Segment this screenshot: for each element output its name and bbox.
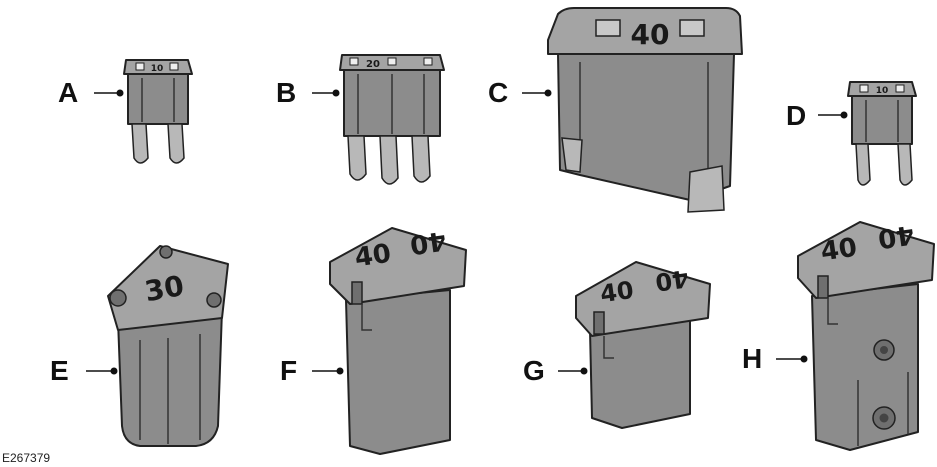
label-h: H (742, 343, 762, 374)
leader-dot-f (336, 367, 344, 375)
rating-d: 10 (876, 86, 889, 96)
fuse-h-drawing: 40 40 (797, 219, 935, 451)
fuse-h: H 40 40 (742, 219, 935, 451)
fuse-b-drawing: 20 (339, 54, 445, 185)
rating-a: 10 (151, 64, 164, 74)
rating-f-back: 40 (408, 225, 448, 260)
label-e: E (50, 355, 69, 386)
rating-f-front: 40 (353, 239, 393, 274)
label-a: A (58, 77, 78, 108)
label-f: F (280, 355, 297, 386)
fuse-a-drawing: 10 (123, 59, 193, 164)
rating-g-back: 40 (654, 264, 691, 296)
fuse-c-drawing: 40 (547, 7, 743, 213)
rating-b: 20 (366, 59, 380, 70)
rating-c: 40 (631, 18, 670, 51)
leader-dot-a (116, 89, 124, 97)
fuse-f: F 40 40 (280, 225, 467, 455)
leader-dot-e (110, 367, 118, 375)
rating-h-front: 40 (819, 233, 859, 268)
fuse-a: A 10 (58, 59, 193, 164)
fuse-d: D 10 (786, 81, 917, 186)
rating-h-back: 40 (876, 219, 916, 254)
label-g: G (523, 355, 545, 386)
fuse-g-drawing: 40 40 (575, 261, 711, 429)
fuse-b: B 20 (276, 54, 445, 185)
rating-e: 30 (142, 269, 186, 308)
leader-dot-c (544, 89, 552, 97)
fuse-e: E 30 (50, 245, 229, 447)
leader-dot-b (332, 89, 340, 97)
leader-dot-g (580, 367, 588, 375)
fuse-d-drawing: 10 (847, 81, 917, 186)
figure-id: E267379 (2, 451, 50, 465)
label-c: C (488, 77, 508, 108)
label-b: B (276, 77, 296, 108)
rating-g-front: 40 (598, 276, 635, 308)
fuse-f-drawing: 40 40 (329, 225, 467, 455)
leader-dot-h (800, 355, 808, 363)
fuse-e-drawing: 30 (107, 245, 229, 447)
label-d: D (786, 100, 806, 131)
leader-dot-d (840, 111, 848, 119)
fuse-g: G 40 40 (523, 261, 711, 429)
fuse-c: C 40 (488, 7, 743, 213)
